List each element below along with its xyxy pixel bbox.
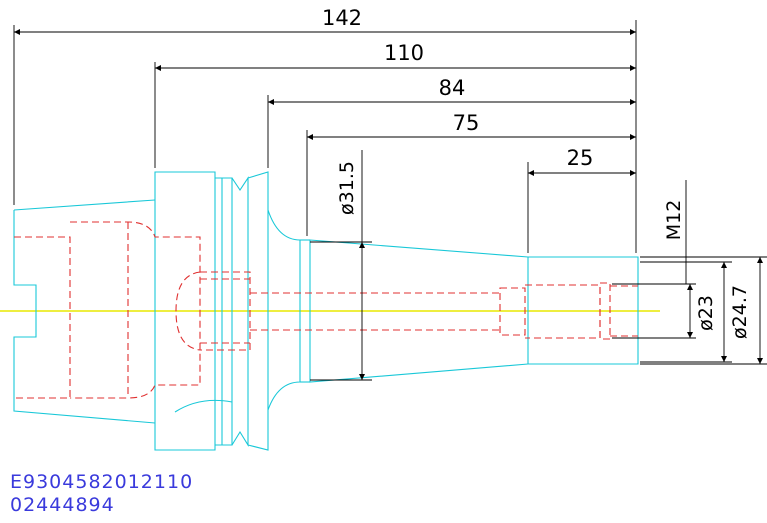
dim-dia-24-7: ø24.7	[729, 285, 751, 339]
dim-dia-31-5: ø31.5	[336, 161, 358, 215]
dim-25: 25	[567, 146, 594, 170]
part-code-line-2: 02444894	[10, 494, 115, 516]
dim-84: 84	[439, 76, 466, 100]
dimension-lines	[13, 20, 767, 381]
hidden-lines	[14, 221, 638, 399]
tool-holder-outline	[13, 171, 639, 451]
dim-75: 75	[453, 111, 480, 135]
dim-110: 110	[384, 41, 424, 65]
dim-m12: M12	[663, 200, 685, 241]
dim-dia-23: ø23	[695, 295, 717, 331]
dim-142: 142	[322, 6, 362, 30]
part-code-line-1: E9304582012110	[10, 471, 194, 493]
